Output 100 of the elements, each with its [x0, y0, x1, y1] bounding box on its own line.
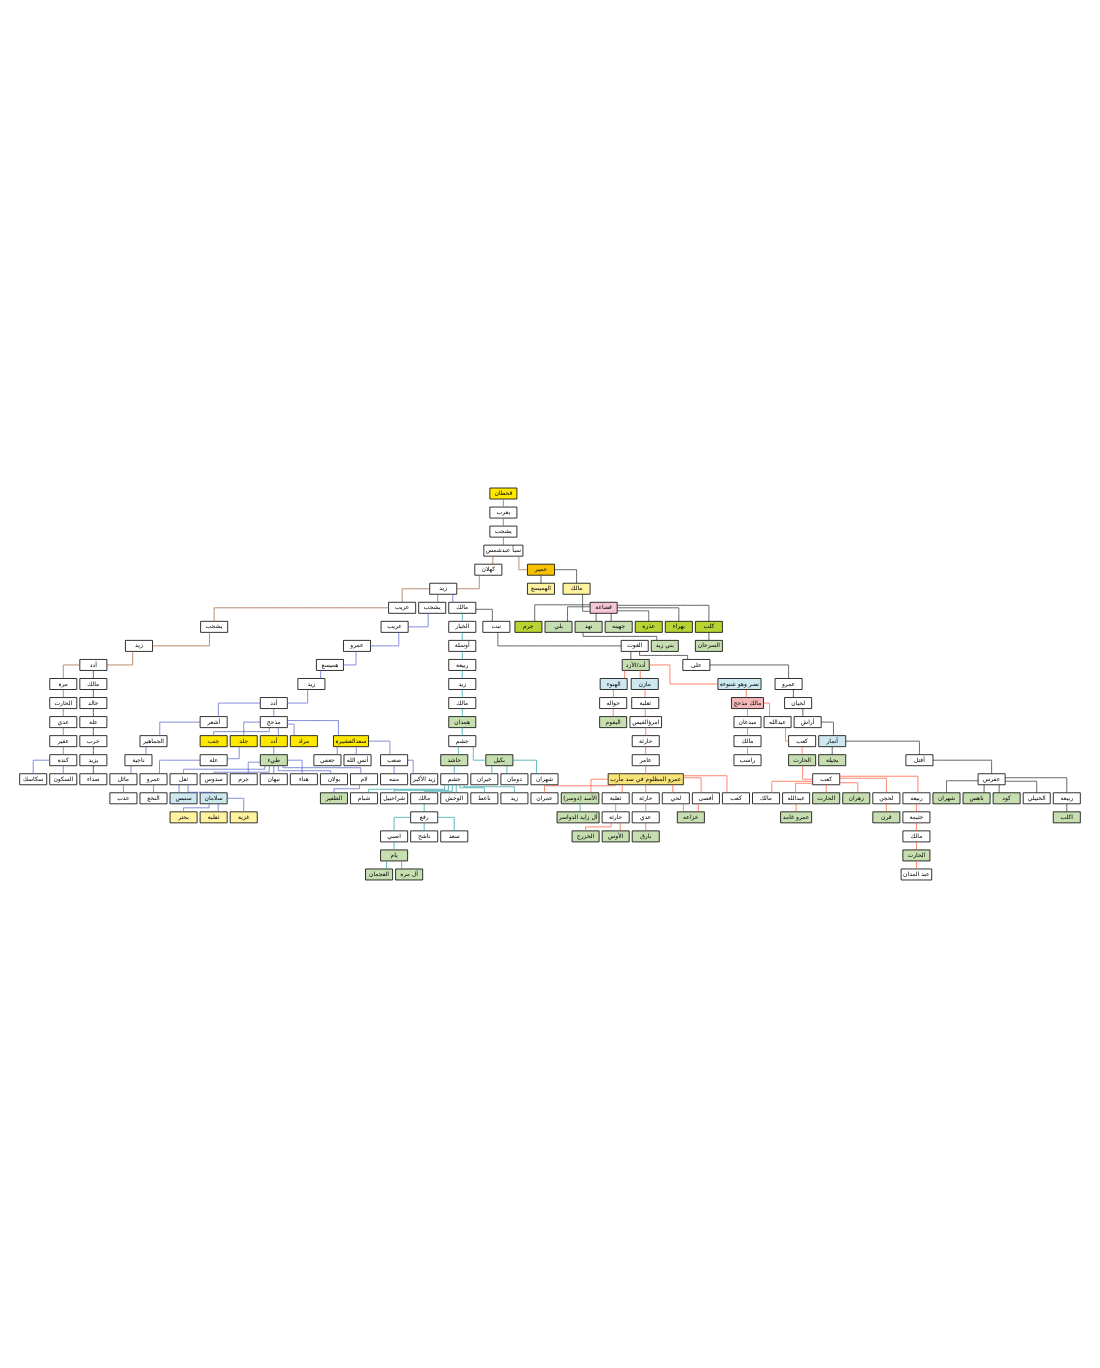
connector [401, 588, 430, 603]
connector [503, 536, 504, 546]
connector [802, 708, 804, 717]
connector [92, 689, 94, 698]
connector [503, 517, 504, 527]
connector [567, 606, 591, 622]
connector [423, 784, 453, 794]
connector [795, 803, 797, 813]
connector [461, 727, 463, 736]
connector [287, 723, 295, 736]
connector [579, 803, 581, 813]
connector [630, 651, 632, 660]
connector [153, 784, 154, 794]
connector [621, 784, 623, 794]
connector [820, 721, 834, 736]
connector [645, 746, 647, 755]
connector [554, 569, 577, 584]
connector [801, 746, 803, 755]
connector [885, 803, 887, 813]
connector [506, 765, 508, 774]
connector [461, 651, 463, 660]
connector [178, 784, 180, 794]
connector [62, 746, 64, 755]
connector [503, 498, 504, 508]
connector [92, 746, 94, 755]
connector [639, 651, 688, 660]
connector [456, 574, 480, 590]
connector [287, 720, 339, 736]
connector [92, 670, 94, 679]
connector [639, 670, 641, 679]
connector [217, 702, 261, 717]
connector [1004, 777, 1068, 794]
connector [682, 803, 684, 813]
connector [619, 822, 621, 832]
connector [455, 784, 457, 794]
connector [825, 784, 827, 794]
connector [645, 784, 647, 794]
connector [708, 632, 710, 641]
connector [916, 860, 917, 870]
connector [683, 777, 702, 794]
connector [916, 841, 917, 851]
connector [771, 780, 813, 794]
connector [277, 765, 332, 774]
connector [130, 765, 132, 774]
connector [616, 604, 710, 622]
connector [610, 613, 612, 622]
connector [453, 765, 455, 774]
connector [645, 803, 647, 813]
connector [698, 803, 699, 813]
connector [582, 594, 591, 612]
connector [282, 765, 362, 774]
connector [386, 860, 387, 870]
connector [616, 610, 650, 622]
connector [370, 632, 400, 647]
connector [407, 759, 414, 774]
connector [333, 784, 360, 793]
connector [62, 727, 64, 736]
connector [368, 784, 445, 794]
connector [582, 632, 658, 641]
connector [123, 784, 124, 794]
connector [159, 759, 201, 774]
connector [145, 746, 147, 755]
connector [512, 759, 537, 774]
connector [437, 594, 439, 603]
connector [463, 784, 515, 794]
connector [273, 708, 275, 717]
connector [672, 784, 674, 794]
connector [544, 784, 616, 794]
connector [839, 777, 887, 793]
connector [793, 689, 794, 698]
connector [226, 746, 240, 760]
connector [613, 689, 614, 698]
connector [644, 708, 646, 717]
connector [213, 727, 270, 736]
connector [461, 632, 463, 641]
connector [747, 746, 748, 755]
connector [472, 746, 487, 761]
connector [615, 803, 617, 813]
connector [243, 721, 261, 736]
connector [393, 816, 411, 832]
connector [320, 670, 322, 679]
connector [452, 594, 454, 603]
connector [745, 689, 747, 698]
connector [62, 689, 64, 698]
connector [407, 613, 429, 628]
connector [645, 765, 647, 774]
connector [277, 727, 279, 736]
connector [152, 632, 210, 647]
connector [187, 784, 215, 794]
connector [932, 759, 992, 774]
connector [62, 664, 81, 679]
connector [595, 613, 597, 622]
connector [585, 822, 612, 832]
connector [461, 670, 463, 679]
connector [62, 765, 64, 774]
connector [393, 765, 395, 774]
connector [624, 670, 626, 679]
connector [747, 727, 748, 736]
connector [540, 574, 542, 584]
connector [393, 784, 449, 793]
